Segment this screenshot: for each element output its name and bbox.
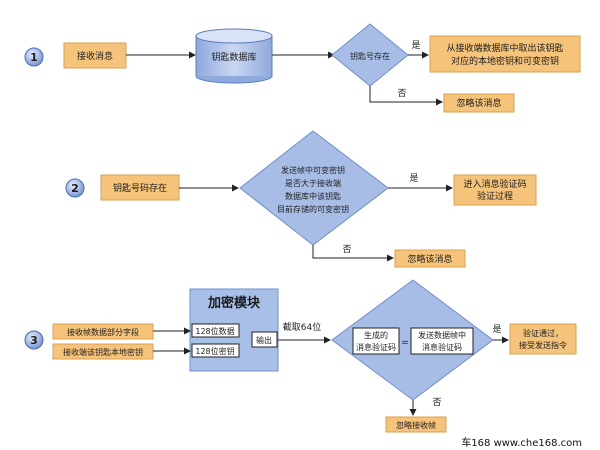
arrow-no-2 [312, 245, 394, 262]
sent-frame-mac-line1: 发送数据帧中 [418, 330, 466, 340]
fetch-keys-line2: 对应的本地密钥和可变密钥 [451, 55, 559, 67]
variable-key-line4: 目前存储的可变密钥 [277, 204, 349, 214]
ignore-message-label-1: 忽略该消息 [456, 97, 501, 109]
step-number-circle [65, 178, 85, 198]
step-number-circle [24, 47, 44, 67]
output-port-box [251, 331, 278, 348]
step-number-circle [24, 330, 44, 350]
no-label-3: 否 [432, 397, 441, 408]
key-database-cylinder [195, 28, 273, 84]
verify-pass-box [509, 323, 577, 355]
variable-key-line3: 数据库中该钥匙 [285, 191, 341, 201]
generated-mac-line2: 消息验证码 [356, 342, 396, 352]
equals-sign: = [401, 338, 409, 348]
step-1-group: 1 接收消息 钥匙数据库 钥匙号存在 是 从接收端数据库中取出该钥匙 对应的本地… [24, 23, 581, 113]
fetch-keys-box [429, 35, 581, 73]
ignore-message-label-2: 忽略该消息 [407, 253, 452, 265]
variable-key-line1: 发送帧中可变密钥 [281, 165, 345, 175]
yes-label-1: 是 [411, 40, 420, 51]
variable-key-decision [239, 130, 389, 246]
fetch-keys-line1: 从接收端数据库中取出该钥匙 [446, 42, 563, 54]
output-port-label: 输出 [256, 335, 272, 345]
verify-pass-line1: 验证通过， [523, 328, 563, 338]
generated-mac-line1: 生成的 [364, 330, 388, 340]
enter-mac-verify-line2: 验证过程 [477, 190, 513, 202]
encryption-module-title: 加密模块 [207, 295, 261, 311]
key-number-exists-label: 钥匙号码存在 [113, 182, 167, 194]
watermark-text: 车168 www.che168.com [461, 436, 582, 449]
sent-frame-mac-line2: 消息验证码 [422, 342, 462, 352]
received-frame-fields-label: 接收帧数据部分字段 [67, 327, 139, 337]
key-port-box [191, 343, 240, 358]
no-label-1: 否 [397, 88, 406, 99]
variable-key-line2: 是否大于接收端 [285, 178, 341, 188]
arrow-no-1 [369, 86, 443, 106]
yes-label-3: 是 [492, 324, 501, 335]
ignore-message-box-2 [394, 249, 466, 268]
step-2-group: 2 钥匙号码存在 发送帧中可变密钥 是否大于接收端 数据库中该钥匙 目前存储的可… [65, 130, 537, 268]
yes-label-2: 是 [409, 173, 418, 184]
no-label-2: 否 [342, 244, 351, 255]
enter-mac-verify-line1: 进入消息验证码 [463, 178, 526, 190]
receiver-local-key-label: 接收端该钥匙本地密钥 [63, 347, 143, 357]
step-number: 3 [30, 334, 38, 347]
ignore-frame-box [385, 416, 447, 433]
receive-message-box [63, 42, 127, 69]
ignore-frame-label: 忽略接收帧 [396, 420, 436, 430]
data-port-box [191, 323, 240, 338]
enter-mac-verify-box [453, 174, 537, 206]
generated-mac-box [352, 327, 400, 355]
step-number: 1 [30, 51, 38, 64]
key-database-label: 钥匙数据库 [211, 51, 256, 63]
key-port-label: 128位密钥 [195, 346, 234, 356]
step-number: 2 [71, 182, 79, 195]
data-port-label: 128位数据 [195, 326, 234, 336]
step-3-group: 3 接收帧数据部分字段 接收端该钥匙本地密钥 加密模块 128位数据 128位密… [24, 279, 577, 433]
receive-message-label: 接收消息 [77, 50, 113, 62]
key-exists-label: 钥匙号存在 [350, 51, 390, 61]
truncate-label: 截取64位 [283, 321, 321, 333]
sent-frame-mac-box [410, 327, 474, 355]
key-number-exists-box [100, 174, 180, 201]
verify-pass-line2: 接受发送指令 [519, 340, 567, 350]
ignore-message-box-1 [443, 93, 515, 113]
